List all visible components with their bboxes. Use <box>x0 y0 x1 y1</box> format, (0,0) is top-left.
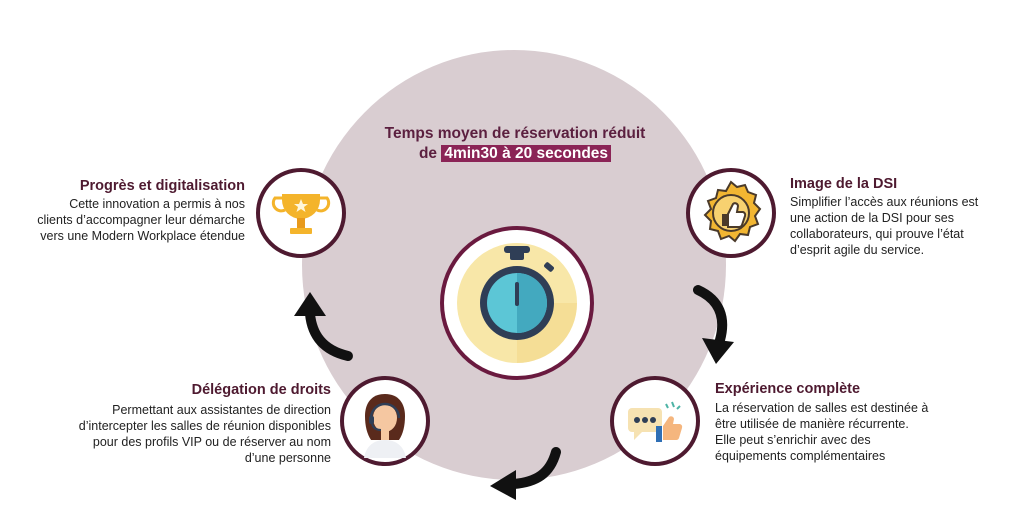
node-description: Permettant aux assistantes de direction … <box>78 403 331 465</box>
trophy-icon <box>256 168 346 258</box>
node-title: Image de la DSI <box>790 176 898 192</box>
cycle-arrow-down-icon <box>693 285 734 364</box>
headline-prefix: de <box>418 145 438 162</box>
chat-like-icon <box>610 376 700 466</box>
node-description: La réservation de salles est destinée à … <box>715 401 929 463</box>
node-description: Simplifier l’accès aux réunions est une … <box>790 195 979 257</box>
assistant-headset-icon <box>340 376 430 466</box>
node-title: Expérience complète <box>715 381 861 397</box>
headline-highlight: 4min30 à 20 secondes <box>441 145 612 162</box>
headline-line1: Temps moyen de réservation réduit <box>384 125 646 142</box>
node-title: Progrès et digitalisation <box>79 178 245 194</box>
stopwatch-icon <box>444 230 590 376</box>
node-description: Cette innovation a permis à nos clients … <box>37 197 245 243</box>
cycle-arrow-left-icon <box>490 447 561 500</box>
thumbs-up-badge-icon <box>686 168 776 258</box>
headline-line2: de 4min30 à 20 secondes <box>350 144 680 164</box>
cycle-arrow-up-icon <box>294 292 353 361</box>
headline: Temps moyen de réservation réduit de 4mi… <box>350 124 680 164</box>
node-title: Délégation de droits <box>191 382 331 398</box>
